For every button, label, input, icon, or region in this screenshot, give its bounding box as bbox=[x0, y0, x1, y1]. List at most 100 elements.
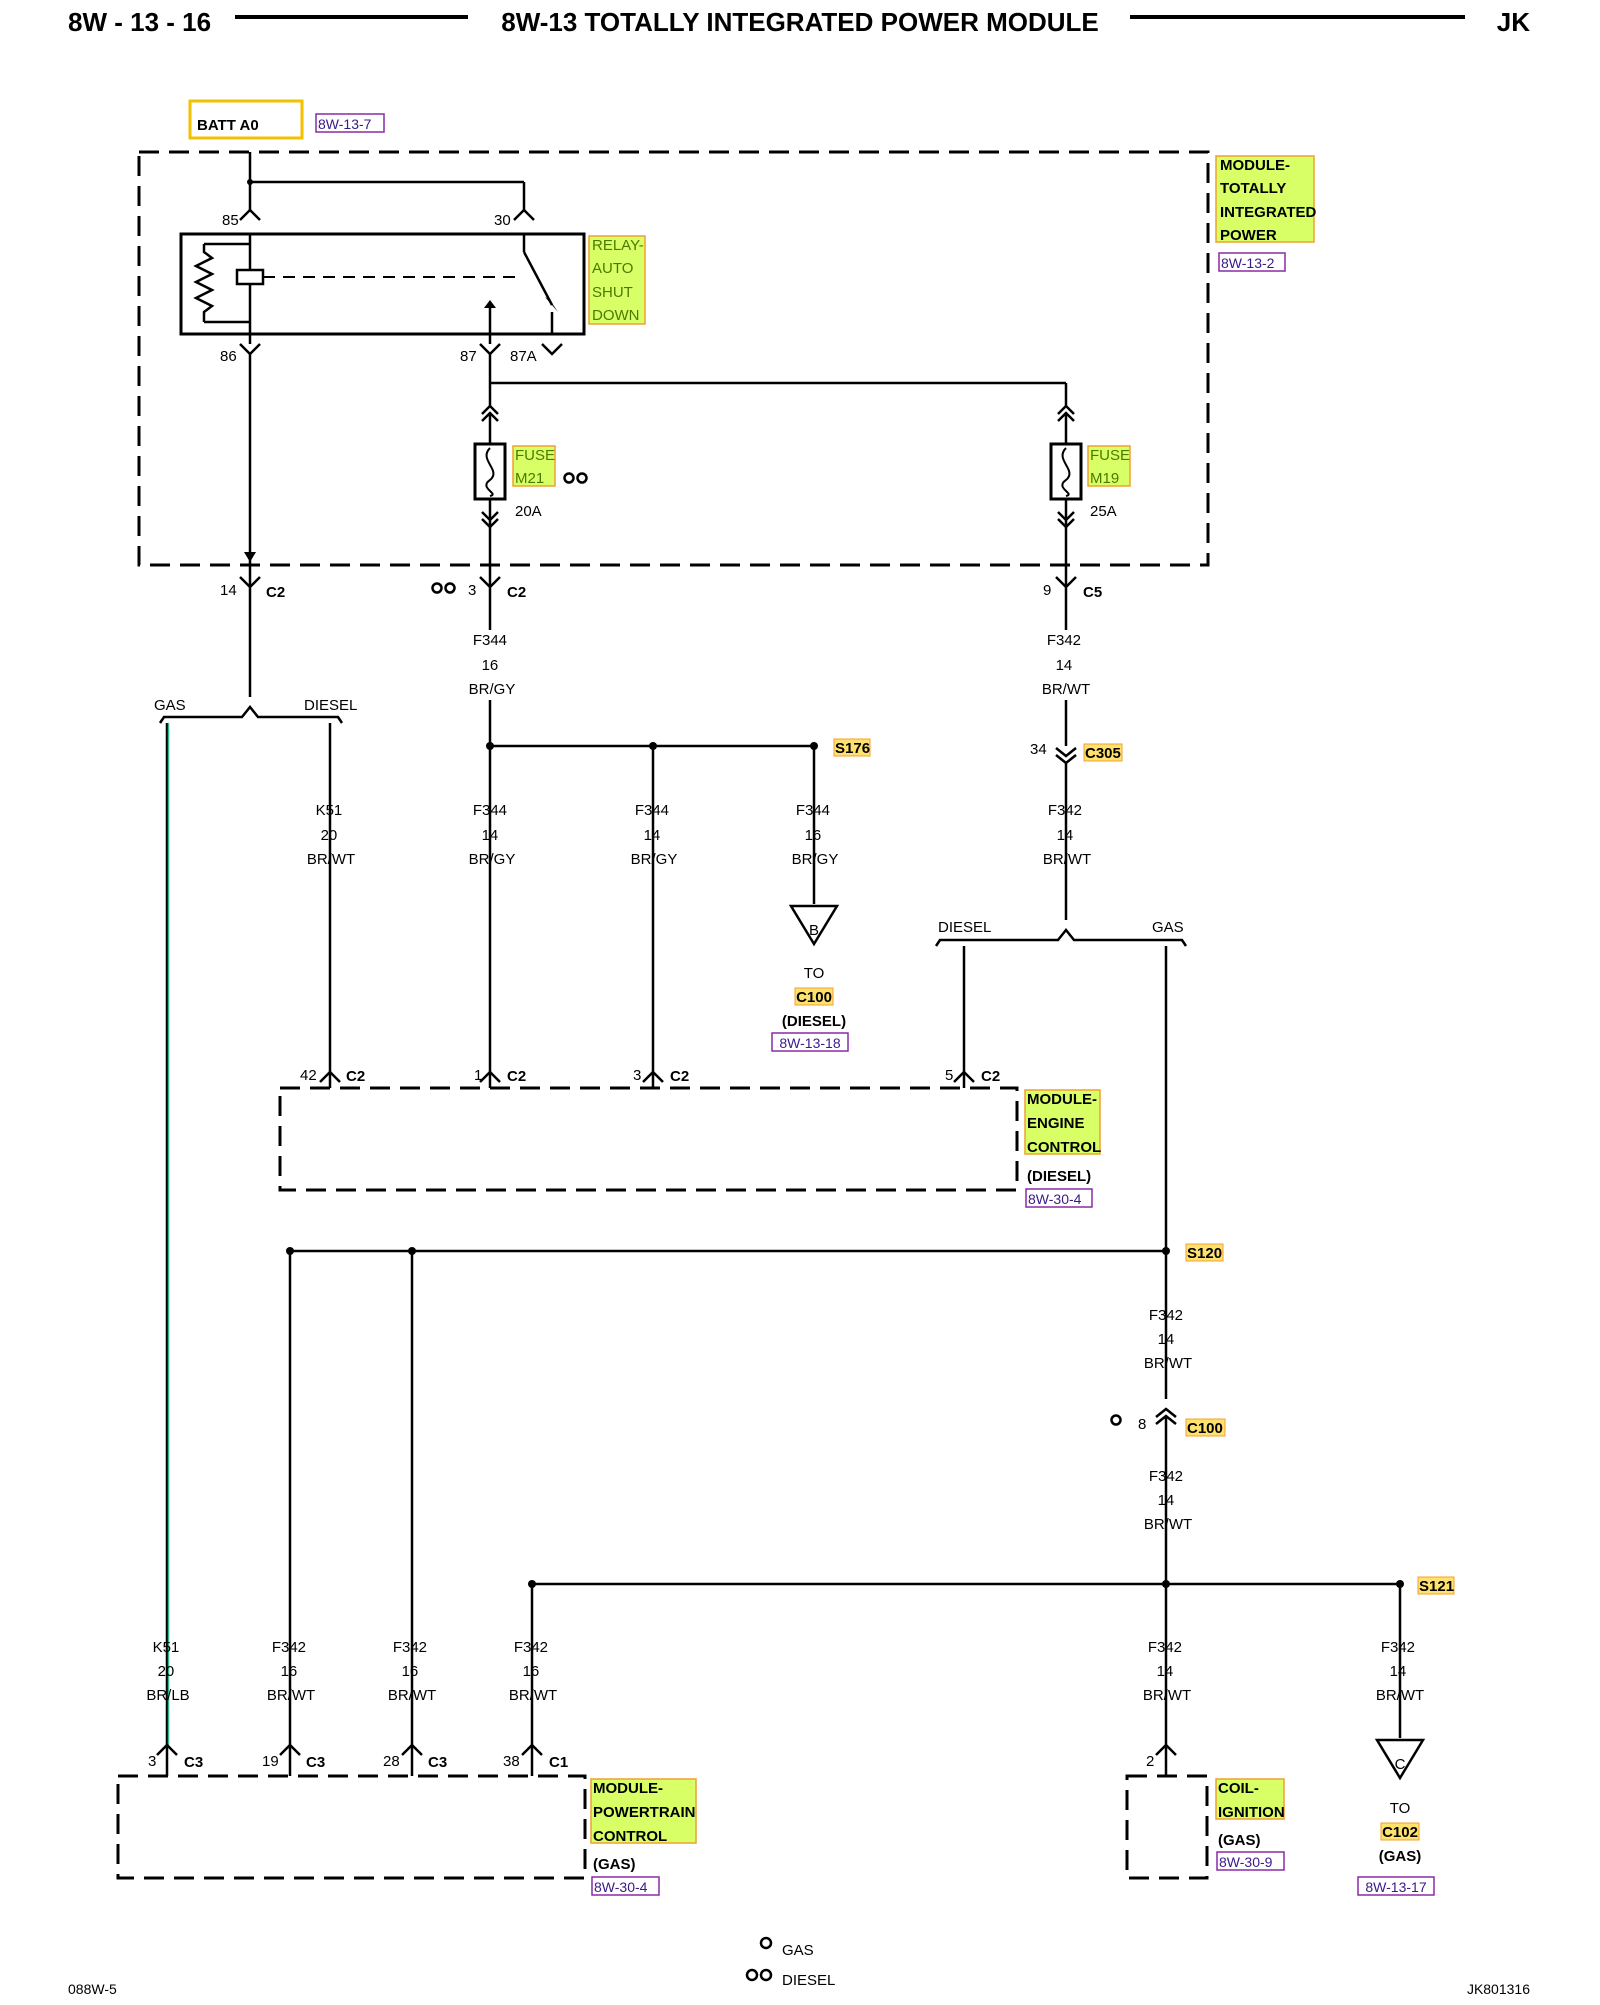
ecm-conn-3: C2 bbox=[670, 1068, 689, 1085]
relay-pin-87: 87 bbox=[460, 348, 477, 365]
wire-f342-c102: F342 14 BR/WT bbox=[1376, 1639, 1424, 1704]
footer-left-code: 088W-5 bbox=[68, 1981, 117, 1997]
offpage-b-letter: B bbox=[809, 922, 819, 939]
ecm-conn-5: C2 bbox=[981, 1068, 1000, 1085]
wire-f342-main: F342 14 BR/WT bbox=[1042, 632, 1090, 698]
relay-pin-85: 85 bbox=[222, 212, 239, 229]
branch-mid-diesel: DIESEL bbox=[938, 919, 991, 936]
coil-pin-2: 2 bbox=[1146, 1753, 1154, 1770]
offpage-b-triangle bbox=[788, 904, 840, 947]
diesel-marker-icon bbox=[759, 1968, 773, 1982]
offpage-c-to: TO bbox=[1390, 1800, 1411, 1817]
batt-source-label: BATT A0 bbox=[197, 117, 259, 134]
splice-s120: S120 bbox=[1187, 1245, 1222, 1262]
offpage-c-triangle bbox=[1374, 1738, 1426, 1781]
wire-k51-diesel: K51 20 BR/WT bbox=[307, 802, 355, 868]
footer-right-code: JK801316 bbox=[1467, 1981, 1530, 1997]
offpage-c-conn[interactable]: C102 bbox=[1382, 1824, 1418, 1841]
model-code: JK bbox=[1497, 7, 1530, 37]
pcm-conn-3: C3 bbox=[184, 1754, 203, 1771]
gas-marker-icon bbox=[759, 1936, 773, 1950]
relay-pin-87a: 87A bbox=[510, 348, 537, 365]
conn-c100-pin: 8 bbox=[1138, 1416, 1146, 1433]
batt-source-ref[interactable]: 8W-13-7 bbox=[318, 116, 372, 132]
branch-top-diesel: DIESEL bbox=[304, 697, 357, 714]
conn-c100-name: C100 bbox=[1187, 1420, 1223, 1437]
conn-c305-name: C305 bbox=[1085, 745, 1121, 762]
pcm-conn-28: C3 bbox=[428, 1754, 447, 1771]
branch-top-gas: GAS bbox=[154, 697, 186, 714]
tipm-label: MODULE- TOTALLY INTEGRATED POWER bbox=[1220, 157, 1321, 244]
conn-c2-3-name: C2 bbox=[507, 584, 526, 601]
pcm-ref[interactable]: 8W-30-4 bbox=[594, 1879, 648, 1895]
conn-c305-pin: 34 bbox=[1030, 741, 1047, 758]
wire-k51-gas: K51 20 BR/LB bbox=[146, 1639, 189, 1704]
ecm-conn-1: C2 bbox=[507, 1068, 526, 1085]
fuse-m19-label: FUSE M19 bbox=[1090, 447, 1134, 487]
splice-s176: S176 bbox=[835, 740, 870, 757]
ecm-ref[interactable]: 8W-30-4 bbox=[1028, 1191, 1082, 1207]
pcm-conn-38: C1 bbox=[549, 1754, 568, 1771]
diesel-marker-icon bbox=[745, 1968, 759, 1982]
ecm-variant: (DIESEL) bbox=[1027, 1168, 1091, 1185]
ecm-pin-1: 1 bbox=[474, 1067, 482, 1084]
wire-f342-s120: F342 14 BR/WT bbox=[1144, 1307, 1192, 1372]
relay-pin-30: 30 bbox=[494, 212, 511, 229]
pcm-pin-19: 19 bbox=[262, 1753, 279, 1770]
conn-c5-9-name: C5 bbox=[1083, 584, 1102, 601]
wire-f342-c305: F342 14 BR/WT bbox=[1043, 802, 1091, 868]
conn-c5-9-pin: 9 bbox=[1043, 582, 1051, 599]
coil-module-outline bbox=[1125, 1774, 1209, 1880]
gas-marker-icon bbox=[1110, 1414, 1122, 1426]
wire-f342-p28: F342 16 BR/WT bbox=[388, 1639, 436, 1704]
offpage-c-ref[interactable]: 8W-13-17 bbox=[1365, 1879, 1426, 1895]
pcm-conn-19: C3 bbox=[306, 1754, 325, 1771]
ecm-module-outline bbox=[278, 1086, 1019, 1192]
conn-c2-3-pin: 3 bbox=[468, 582, 476, 599]
offpage-b-to: TO bbox=[804, 965, 825, 982]
relay-auto-shutdown bbox=[179, 232, 586, 336]
diesel-marker-icon bbox=[444, 582, 456, 594]
wire-f344-b: F344 14 BR/GY bbox=[631, 802, 678, 868]
page-title: 8W-13 TOTALLY INTEGRATED POWER MODULE bbox=[501, 7, 1099, 37]
pcm-pin-38: 38 bbox=[503, 1753, 520, 1770]
wire-f342-p19: F342 16 BR/WT bbox=[267, 1639, 315, 1704]
diesel-marker-icon bbox=[576, 472, 588, 484]
offpage-c-variant: (GAS) bbox=[1379, 1848, 1422, 1865]
pcm-module-outline bbox=[116, 1774, 587, 1880]
tipm-ref[interactable]: 8W-13-2 bbox=[1221, 255, 1275, 271]
relay-pin-86: 86 bbox=[220, 348, 237, 365]
diesel-marker-icon bbox=[563, 472, 575, 484]
legend-gas: GAS bbox=[782, 1942, 814, 1959]
conn-c2-14-name: C2 bbox=[266, 584, 285, 601]
splice-s121: S121 bbox=[1419, 1578, 1454, 1595]
offpage-b-variant: (DIESEL) bbox=[782, 1013, 846, 1030]
page-number: 8W - 13 - 16 bbox=[68, 7, 211, 37]
legend-diesel: DIESEL bbox=[782, 1972, 835, 1989]
ecm-label: MODULE- ENGINE CONTROL bbox=[1027, 1091, 1101, 1156]
diesel-marker-icon bbox=[431, 582, 443, 594]
tipm-module-outline bbox=[137, 150, 1210, 567]
fuse-m21-rating: 20A bbox=[515, 503, 542, 520]
wire-f342-coil: F342 14 BR/WT bbox=[1143, 1639, 1191, 1704]
pcm-label: MODULE- POWERTRAIN CONTROL bbox=[593, 1780, 700, 1845]
coil-variant: (GAS) bbox=[1218, 1832, 1261, 1849]
fuse-m21-label: FUSE M21 bbox=[515, 447, 559, 487]
coil-ref[interactable]: 8W-30-9 bbox=[1219, 1854, 1273, 1870]
ecm-conn-42: C2 bbox=[346, 1068, 365, 1085]
offpage-c-letter: C bbox=[1395, 1756, 1406, 1773]
batt-source-box bbox=[188, 99, 304, 140]
pcm-variant: (GAS) bbox=[593, 1856, 636, 1873]
offpage-b-ref[interactable]: 8W-13-18 bbox=[779, 1035, 840, 1051]
pcm-pin-3: 3 bbox=[148, 1753, 156, 1770]
wire-f344-c: F344 16 BR/GY bbox=[792, 802, 839, 868]
pcm-pin-28: 28 bbox=[383, 1753, 400, 1770]
fuse-m19-rating: 25A bbox=[1090, 503, 1117, 520]
coil-label: COIL- IGNITION bbox=[1218, 1780, 1285, 1821]
offpage-b-conn[interactable]: C100 bbox=[796, 989, 832, 1006]
wire-f344-main: F344 16 BR/GY bbox=[469, 632, 516, 698]
wire-f342-c100: F342 14 BR/WT bbox=[1144, 1468, 1192, 1533]
relay-label: RELAY- AUTO SHUT DOWN bbox=[592, 237, 648, 324]
wire-f342-p38: F342 16 BR/WT bbox=[509, 1639, 557, 1704]
wire-f344-a: F344 14 BR/GY bbox=[469, 802, 516, 868]
